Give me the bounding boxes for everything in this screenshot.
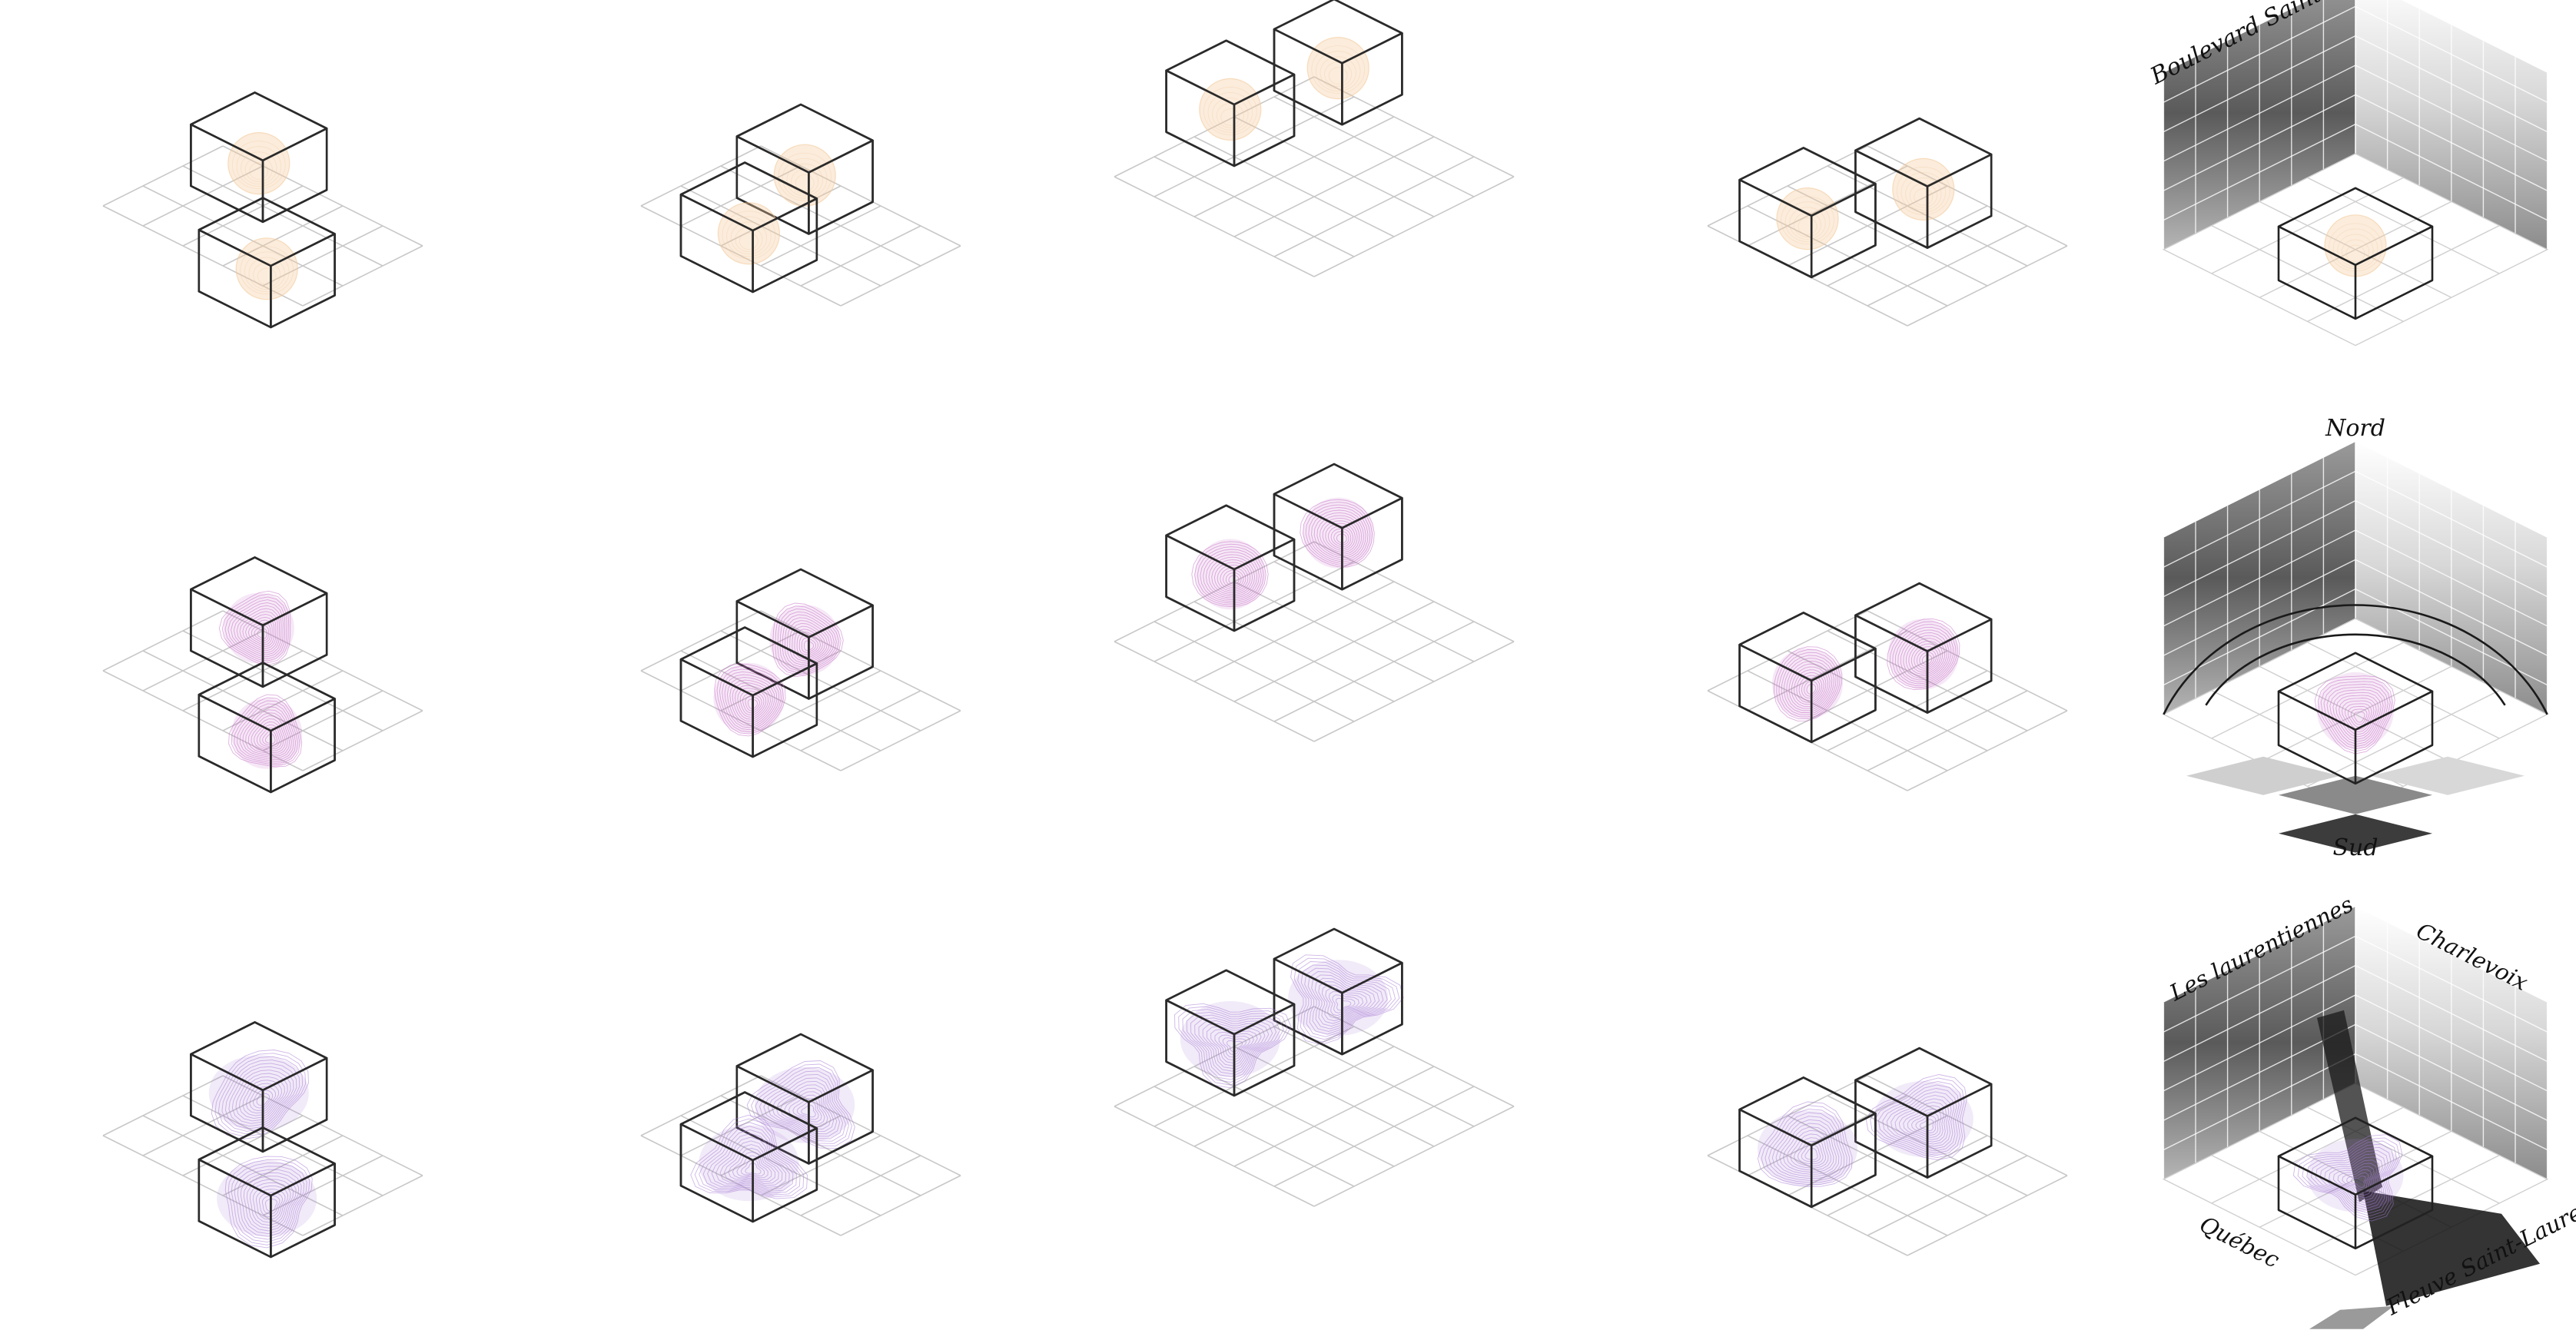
grid-line xyxy=(1154,157,1354,257)
form-fill xyxy=(1180,1001,1280,1077)
sphere-form xyxy=(718,203,779,264)
grid-line xyxy=(641,611,761,671)
grid-line xyxy=(1114,177,1314,277)
sphere-form xyxy=(1777,188,1838,250)
diagram-r1-c1 xyxy=(103,92,423,327)
diagram-r3-c1 xyxy=(103,1022,423,1257)
diagram-r1-c2 xyxy=(641,104,961,306)
sphere-form xyxy=(236,238,297,300)
grid-line xyxy=(841,1176,961,1235)
diagram-r2-c2 xyxy=(641,569,961,771)
grid-line xyxy=(1274,622,1474,721)
diagram-r3-c4 xyxy=(1708,1048,2067,1255)
diagram-r1-c4 xyxy=(1708,118,2067,326)
grid-line xyxy=(103,1076,223,1136)
grid-line xyxy=(1274,562,1474,662)
grid-line xyxy=(841,246,961,306)
grid-line xyxy=(183,651,303,711)
grid-line xyxy=(1274,157,1474,257)
grid-line xyxy=(303,1176,423,1235)
label-sud: Sud xyxy=(2332,834,2378,861)
grid-line xyxy=(1114,1106,1314,1206)
sphere-form xyxy=(1200,78,1261,140)
grid-line xyxy=(103,611,223,671)
diagram-r2-c1 xyxy=(103,557,423,792)
grid-line xyxy=(1194,602,1394,701)
grid-line xyxy=(1114,642,1314,741)
diagram-r2-c3 xyxy=(1114,464,1514,741)
grid-line xyxy=(303,246,423,306)
sphere-form xyxy=(228,133,290,194)
grid-line xyxy=(841,711,961,771)
floor-tile xyxy=(2309,1306,2394,1329)
grid-line xyxy=(303,711,423,771)
grid-line xyxy=(801,691,921,751)
grid-line xyxy=(641,146,761,206)
grid-line xyxy=(1314,642,1514,741)
grid-line xyxy=(1194,137,1394,237)
sphere-form xyxy=(1307,38,1369,99)
diagram-r3-c3 xyxy=(1114,929,1514,1206)
grid-line xyxy=(1314,1106,1514,1206)
grid-line xyxy=(1154,622,1354,721)
grid-line xyxy=(1274,1086,1474,1186)
label-nord: Nord xyxy=(2325,415,2385,442)
diagram-r1-c3 xyxy=(1114,0,1514,277)
sphere-form xyxy=(1893,158,1954,220)
diagram-r3-c2 xyxy=(641,1034,961,1235)
grid-line xyxy=(1154,1086,1354,1186)
diagram-grid xyxy=(103,0,2548,1329)
grid-line xyxy=(1314,177,1514,277)
grid-line xyxy=(183,186,303,246)
grid-line xyxy=(103,146,223,206)
grid-line xyxy=(1274,1027,1474,1126)
grid-line xyxy=(1234,582,1434,682)
grid-line xyxy=(1274,97,1474,197)
grid-line xyxy=(801,226,921,286)
context-r2 xyxy=(2163,442,2547,853)
sphere-form xyxy=(774,144,835,206)
diagram-r2-c4 xyxy=(1708,583,2067,791)
grid-line xyxy=(1234,117,1434,217)
grid-line xyxy=(801,1156,921,1216)
